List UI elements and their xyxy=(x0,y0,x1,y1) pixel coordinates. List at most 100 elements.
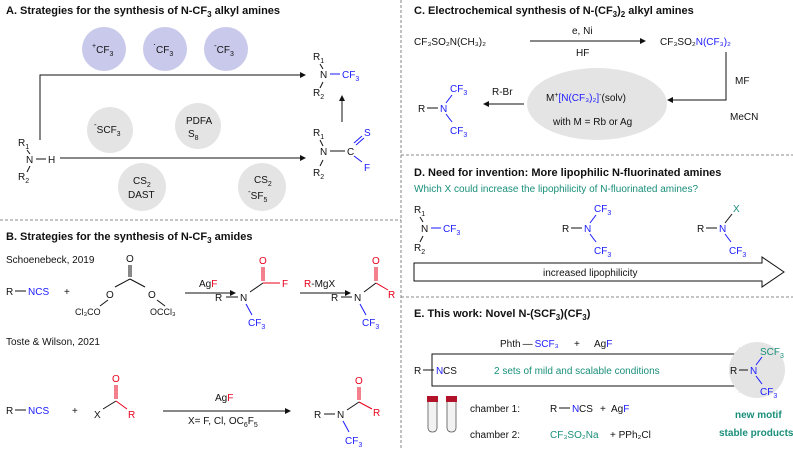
amine-r1r2n-cf3: R1 N CF3 R2 xyxy=(414,205,460,256)
svg-text:R: R xyxy=(697,224,704,235)
bis-cf3-triflamide: CF₃SO₂N(CF₃)₂ xyxy=(660,37,731,48)
mecn-label: MeCN xyxy=(730,112,758,123)
svg-text:R: R xyxy=(730,366,737,377)
svg-text:N: N xyxy=(240,293,247,304)
svg-text:OCCl₃: OCCl₃ xyxy=(150,307,176,317)
svg-text:R1: R1 xyxy=(414,205,425,218)
svg-text:AgF: AgF xyxy=(611,404,629,415)
n-scf3-cf3-product: R N SCF3 CF3 xyxy=(730,347,784,400)
svg-text:R: R xyxy=(550,404,557,415)
svg-text:R2: R2 xyxy=(313,168,324,181)
svg-text:N: N xyxy=(337,410,344,421)
svg-text:CS: CS xyxy=(579,404,593,415)
svg-text:CS: CS xyxy=(443,366,457,377)
s8-label: S8 xyxy=(188,129,199,142)
pdfa-circle xyxy=(175,103,221,149)
n-cf3-amine-product: R1 N CF3 R2 xyxy=(313,52,359,101)
svg-text:NCS: NCS xyxy=(28,287,49,298)
amine-rn-cf3-2: R N CF3 CF3 xyxy=(562,204,611,259)
svg-text:CF3: CF3 xyxy=(443,224,460,237)
svg-text:O: O xyxy=(148,290,156,301)
svg-text:X: X xyxy=(94,410,101,421)
agf-e: AgF xyxy=(594,339,612,350)
lipophilicity-arrow xyxy=(413,256,785,288)
cs2-sf5-circle xyxy=(238,163,286,211)
mf-arrow xyxy=(672,52,727,101)
chamber-2-additive: + PPh₂Cl xyxy=(610,430,651,441)
svg-text:R: R xyxy=(373,408,380,419)
section-e-title: E. This work: Novel N-(SCF3)(CF3) xyxy=(414,308,591,322)
svg-text:R1: R1 xyxy=(313,52,324,65)
svg-text:O: O xyxy=(355,376,363,387)
svg-text:R: R xyxy=(6,406,13,417)
svg-text:N: N xyxy=(440,104,447,115)
isothiocyanate-1: R NCS xyxy=(6,287,49,298)
section-b-title: B. Strategies for the synthesis of N-CF3… xyxy=(6,231,253,245)
svg-text:R: R xyxy=(314,410,321,421)
pdfa-label: PDFA xyxy=(186,116,212,127)
cf3-radical-label: ·CF3 xyxy=(153,39,173,58)
svg-text:N: N xyxy=(719,224,726,235)
svg-text:F: F xyxy=(364,163,370,174)
svg-text:R: R xyxy=(388,290,395,301)
agf-label-2: AgF xyxy=(215,393,233,404)
stable-products-label: stable products xyxy=(719,428,793,439)
n-cf3-amide-product-1: O R N R CF3 xyxy=(331,256,395,331)
svg-text:CF3: CF3 xyxy=(594,246,611,259)
amine-rn-x-cf3: R N X CF3 xyxy=(697,204,746,259)
svg-text:CF3: CF3 xyxy=(594,204,611,217)
svg-text:R: R xyxy=(128,410,135,421)
svg-text:CF3: CF3 xyxy=(729,246,746,259)
secondary-amine: R1 N H R2 xyxy=(18,138,55,185)
svg-text:R2: R2 xyxy=(313,88,324,101)
svg-text:N: N xyxy=(354,293,361,304)
salt-ellipse xyxy=(527,68,667,140)
cf3-anion-label: -CF3 xyxy=(214,41,234,58)
svg-text:R2: R2 xyxy=(18,172,29,185)
carbamoyl-fluoride: O F O N R CF3 xyxy=(215,256,288,331)
dimethyl-triflamide: CF₃SO₂N(CH₃)₂ xyxy=(414,37,486,48)
electrochem-cond-2: HF xyxy=(576,48,589,59)
dast-label: DAST xyxy=(128,190,155,201)
svg-text:R2: R2 xyxy=(414,243,425,256)
acyl-reagent: O X R xyxy=(94,374,135,421)
svg-text:C: C xyxy=(347,147,354,158)
svg-text:N: N xyxy=(320,147,327,158)
svg-text:CF3: CF3 xyxy=(760,387,777,400)
cf3-cation-label: +CF3 xyxy=(92,43,113,58)
chamber-2-label: chamber 2: xyxy=(470,430,520,441)
svg-text:S: S xyxy=(364,128,371,139)
svg-text:CF3: CF3 xyxy=(342,70,359,83)
svg-text:CF3: CF3 xyxy=(248,318,265,331)
x-conditions: X= F, Cl, OC6F5 xyxy=(188,416,258,429)
svg-text:O: O xyxy=(106,290,114,301)
svg-text:N: N xyxy=(26,155,33,166)
triphosgene: O O O Cl₃CO OCCl₃ xyxy=(75,254,176,317)
chamber-2-reagent: CF₃SO₂Na xyxy=(550,430,599,441)
cs2-dast-circle xyxy=(118,163,166,211)
section-c-title: C. Electrochemical synthesis of N-(CF3)2… xyxy=(414,5,694,19)
svg-text:+: + xyxy=(600,404,606,415)
svg-text:R1: R1 xyxy=(313,128,324,141)
svg-text:Cl₃CO: Cl₃CO xyxy=(75,307,101,317)
mf-label: MF xyxy=(735,76,749,87)
reaction-tube-1 xyxy=(427,396,438,433)
svg-text:R1: R1 xyxy=(18,138,29,151)
route-arrow-top xyxy=(39,74,300,140)
thiocarbamoyl-fluoride: R1 N C S F R2 xyxy=(313,128,371,181)
conditions-label: 2 sets of mild and scalable conditions xyxy=(494,366,660,377)
svg-text:SCF3: SCF3 xyxy=(760,347,784,360)
svg-text:R: R xyxy=(6,287,13,298)
product-circle xyxy=(729,342,785,398)
svg-text:N: N xyxy=(750,366,757,377)
svg-text:CF3: CF3 xyxy=(362,318,379,331)
svg-text:NCS: NCS xyxy=(28,406,49,417)
svg-text:H: H xyxy=(48,155,55,166)
section-a-title: A. Strategies for the synthesis of N-CF3… xyxy=(6,5,280,19)
bis-cf3-amine-product: R N CF3 CF3 xyxy=(418,84,467,139)
svg-text:CF3: CF3 xyxy=(345,436,362,449)
svg-text:N: N xyxy=(584,224,591,235)
svg-text:X: X xyxy=(733,204,740,215)
ref-toste-wilson: Toste & Wilson, 2021 xyxy=(6,337,100,348)
